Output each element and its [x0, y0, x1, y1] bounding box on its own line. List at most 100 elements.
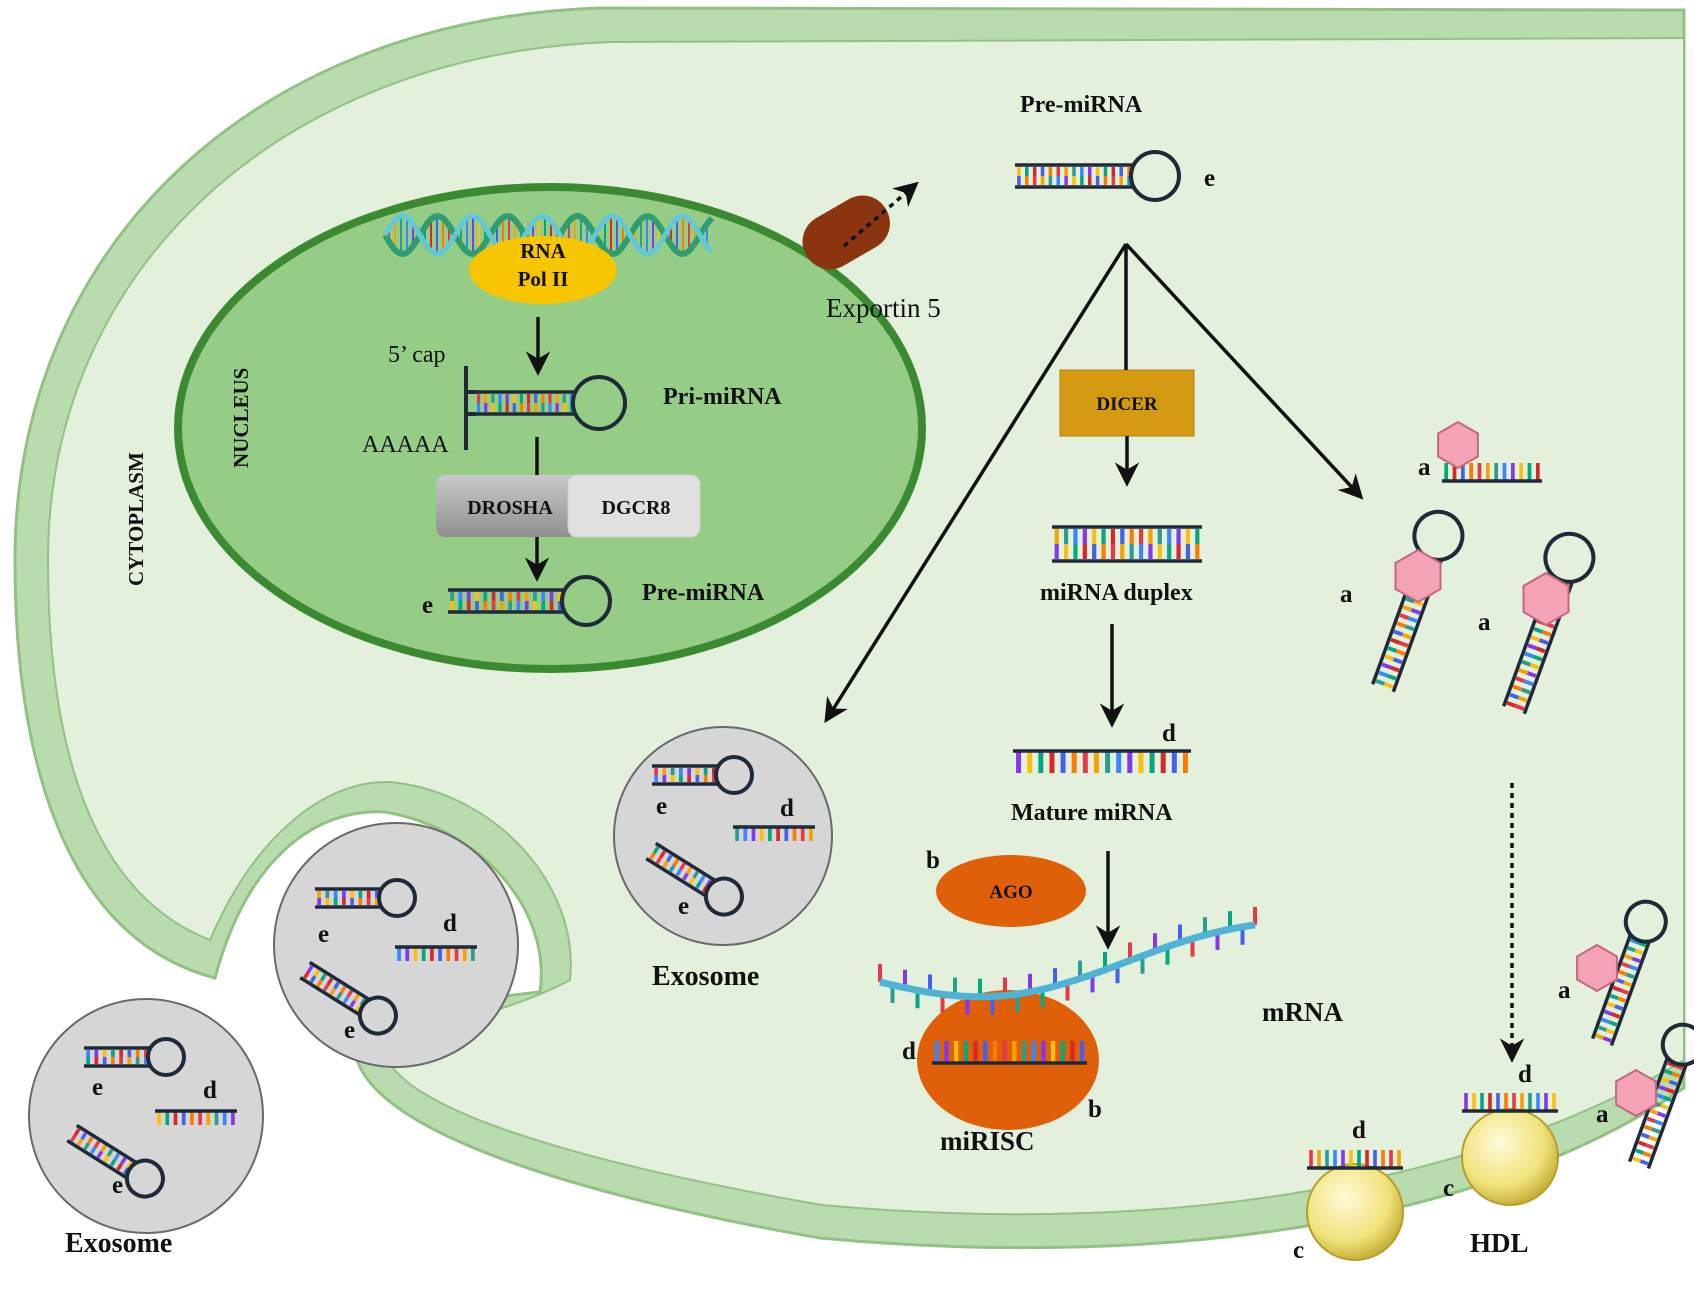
dgcr8-label: DGCR8 [602, 497, 671, 519]
letter-a: a [1478, 609, 1491, 636]
cell [13, 6, 1686, 1250]
pre-mirna-hairpin [299, 960, 398, 1036]
mrna-label: mRNA [1262, 997, 1343, 1027]
pre-mirna-hairpin [315, 878, 417, 918]
exportin-label: Exportin 5 [826, 293, 941, 323]
rna-duplex-segment [66, 1123, 138, 1180]
letter-e: e [422, 592, 433, 619]
pre-mirna-hairpin [299, 960, 398, 1036]
pre-mirna-hairpin [652, 755, 754, 795]
cytoplasm-label: CYTOPLASM [124, 452, 148, 586]
rna-duplex-segment [299, 960, 371, 1017]
rna-duplex-segment [84, 1046, 150, 1068]
hdl-particle-2 [1461, 1108, 1559, 1206]
letter-d: d [443, 910, 457, 937]
letter-d: d [1352, 1117, 1366, 1144]
pre-mirna-hairpin [84, 1037, 186, 1077]
rna-pol-ii: RNA Pol II [469, 236, 617, 304]
rna-duplex-segment [645, 841, 717, 898]
pre-mirna-hairpin [652, 755, 754, 795]
pre-mirna-hairpin [315, 878, 417, 918]
rna-pol-label-1: RNA [520, 239, 566, 263]
drosha-dgcr8-complex: DROSHA DGCR8 [436, 474, 701, 538]
rna-duplex-segment [315, 887, 381, 909]
arrow-to-exosome [824, 243, 1128, 724]
mirisc-label: miRISC [940, 1126, 1035, 1156]
pre-mirna-hairpin [84, 1037, 186, 1077]
letter-a: a [1558, 977, 1571, 1004]
mirna-strand [733, 825, 815, 841]
mirna-strand [395, 945, 477, 961]
protein-a-hexagon [1522, 571, 1570, 627]
mrna-strand [878, 906, 1257, 1065]
pre-mirna-hairpin [1627, 1022, 1694, 1170]
pre-mirna-hairpin [66, 1123, 165, 1199]
labels: CYTOPLASM NUCLEUS 5’ cap AAAAA Pri-miRNA… [65, 92, 1529, 1259]
polya-label: AAAAA [362, 432, 449, 458]
protein-a-hexagon [1394, 548, 1442, 604]
rna-duplex-segment [652, 764, 718, 786]
dicer: DICER [1059, 369, 1195, 437]
pre-mirna-hairpin [1627, 1022, 1694, 1170]
letter-c: c [1293, 1237, 1304, 1264]
component-letters: e e d b d b a a a a a d d c c e d e e d … [92, 165, 1609, 1264]
letter-a: a [1596, 1101, 1609, 1128]
rna-duplex-segment [448, 588, 564, 614]
dicer-label: DICER [1096, 394, 1158, 415]
ago-label: AGO [989, 882, 1032, 903]
mirna-strand [1307, 1150, 1403, 1170]
arrows [524, 181, 1525, 1063]
letter-e: e [92, 1074, 103, 1101]
cap-label: 5’ cap [388, 342, 446, 368]
letter-c: c [1443, 1175, 1454, 1202]
letter-b: b [926, 847, 940, 874]
mirna-strand [1013, 749, 1191, 773]
letter-d: d [780, 795, 794, 822]
rna-duplex-segment [1590, 934, 1651, 1047]
protein-a-hexagon [1615, 1068, 1657, 1118]
letter-e: e [344, 1017, 355, 1044]
letter-e: e [318, 921, 329, 948]
pre-mirna-hairpin [475, 375, 627, 431]
exosome-inner-label: Exosome [652, 961, 759, 992]
mature-mirna-label: Mature miRNA [1011, 800, 1173, 826]
letter-a: a [1340, 581, 1353, 608]
pre-mirna-hairpin [645, 841, 744, 917]
rna-duplex-segment [1627, 1057, 1688, 1170]
letter-e: e [678, 893, 689, 920]
letter-e: e [656, 793, 667, 820]
letter-d: d [1518, 1061, 1532, 1088]
protein-a-hexagon [1437, 420, 1479, 470]
exportin-5 [802, 195, 890, 270]
exosome-outer-label: Exosome [65, 1228, 172, 1259]
exosome-inner [613, 726, 833, 946]
rna-duplex-segment [1015, 163, 1133, 189]
pre-mirna-hairpin [448, 575, 612, 627]
pri-mirna-label: Pri-miRNA [663, 384, 782, 410]
letter-e: e [1204, 165, 1215, 192]
letter-d: d [902, 1038, 916, 1065]
nucleus [174, 183, 926, 673]
mirna-duplex-label: miRNA duplex [1040, 580, 1193, 606]
rna-duplex-segment [1052, 525, 1202, 563]
pri-mirna [464, 366, 627, 450]
pre-mirna-hairpin [66, 1123, 165, 1199]
pre-mirna-nucleus-label: Pre-miRNA [642, 580, 765, 606]
pre-mirna-cyto-label: Pre-miRNA [1020, 92, 1143, 118]
letter-a: a [1418, 454, 1431, 481]
mirisc-complex [917, 990, 1099, 1130]
mirna-strand [932, 1041, 1087, 1065]
hdl-label: HDL [1470, 1228, 1529, 1258]
mirna-strand [1462, 1093, 1558, 1113]
pre-mirna-hairpin [1590, 899, 1668, 1047]
ago-protein: AGO [936, 855, 1086, 927]
letter-b: b [1088, 1096, 1102, 1123]
exosome-budding [273, 822, 519, 1068]
letter-e: e [112, 1172, 123, 1199]
drosha-label: DROSHA [467, 497, 553, 519]
letter-d: d [203, 1077, 217, 1104]
hdl-particle-1 [1306, 1163, 1404, 1261]
pre-mirna-hairpin [645, 841, 744, 917]
